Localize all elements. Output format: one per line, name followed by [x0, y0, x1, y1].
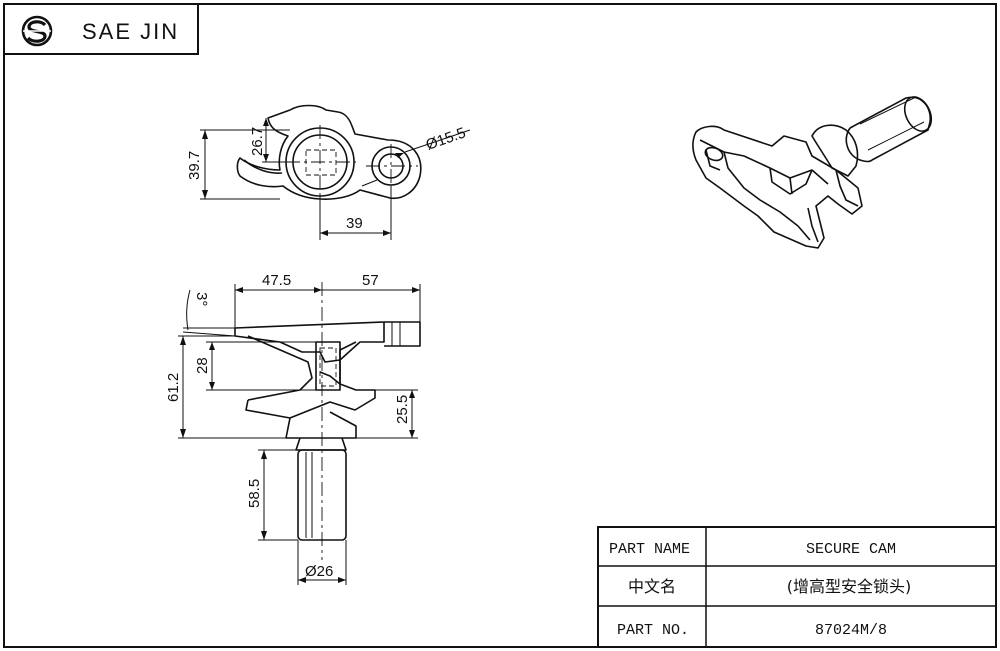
- dim-front-left-width: 47.5: [262, 272, 291, 289]
- title-label-part-no: PART NO.: [617, 622, 689, 639]
- title-block: PART NAME SECURE CAM 中文名 (增高型安全锁头) PART …: [597, 526, 997, 648]
- title-label-chinese-name: 中文名: [628, 577, 676, 596]
- logo-block: SAE JIN: [4, 3, 199, 55]
- front-view: 47.5 57 3° 61.2 28 25.5 58.5: [165, 272, 421, 585]
- dim-front-shaft-dia: Ø26: [305, 563, 333, 580]
- dim-front-slot: 28: [194, 357, 211, 374]
- title-value-chinese-name: (增高型安全锁头): [787, 577, 912, 596]
- isometric-cam-icon: [692, 96, 933, 249]
- dim-front-angle: 3°: [193, 292, 210, 306]
- dim-top-hole: Ø15.5: [424, 124, 468, 153]
- title-row-part-name: PART NAME SECURE CAM: [609, 541, 896, 558]
- dim-top-height: 39.7: [186, 151, 203, 180]
- dim-top-offset: 39: [346, 215, 363, 232]
- drawing-border: [3, 3, 997, 648]
- top-view: 39.7 26.7 39 Ø15.5: [186, 104, 471, 240]
- title-row-part-no: PART NO. 87024M/8: [617, 622, 887, 639]
- dim-top-inner: 26.7: [249, 127, 266, 156]
- brand-name: SAE JIN: [82, 19, 179, 44]
- title-value-part-name: SECURE CAM: [806, 541, 896, 558]
- title-row-chinese-name: 中文名 (增高型安全锁头): [628, 577, 911, 596]
- title-label-part-name: PART NAME: [609, 541, 690, 558]
- dim-front-overall-height: 61.2: [165, 373, 182, 402]
- dim-front-lower: 25.5: [394, 395, 411, 424]
- dim-front-shaft-length: 58.5: [246, 479, 263, 508]
- sj-circle-logo-icon: [21, 15, 53, 47]
- title-value-part-no: 87024M/8: [815, 622, 887, 639]
- dim-front-right-width: 57: [362, 272, 379, 289]
